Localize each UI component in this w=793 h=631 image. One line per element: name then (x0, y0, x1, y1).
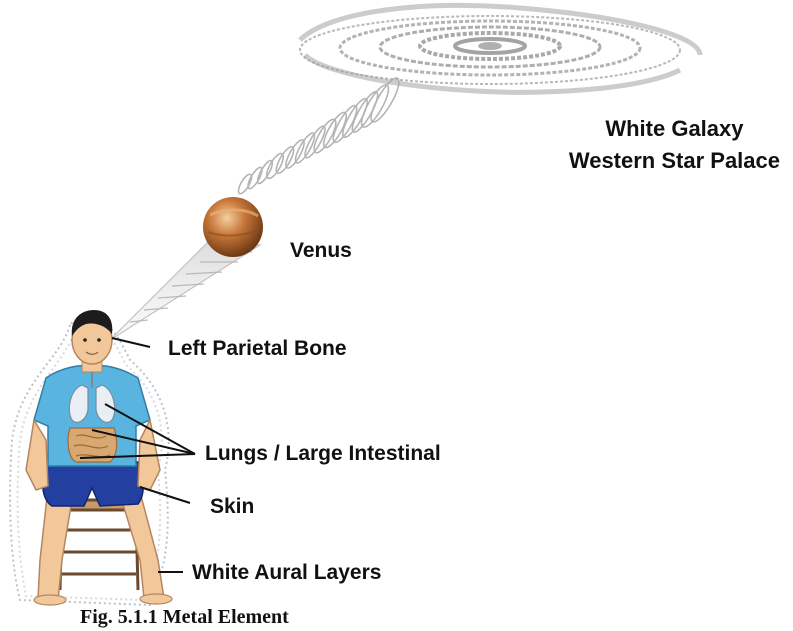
galaxy-label: White Galaxy Western Star Palace (569, 113, 780, 177)
venus-planet (203, 197, 263, 257)
galaxy-label-line1: White Galaxy (569, 113, 780, 145)
lungs-large-intestinal-label: Lungs / Large Intestinal (205, 441, 441, 466)
white-aural-layers-label: White Aural Layers (192, 560, 381, 585)
leader-skin (140, 487, 190, 503)
venus-label: Venus (290, 238, 352, 263)
left-parietal-bone-label: Left Parietal Bone (168, 336, 347, 361)
leader-bone (112, 338, 150, 347)
galaxy-label-line2: Western Star Palace (569, 145, 780, 177)
figure-caption: Fig. 5.1.1 Metal Element (80, 606, 289, 631)
skin-label: Skin (210, 494, 254, 519)
energy-coil-upper (236, 75, 404, 196)
galaxy-spiral (300, 5, 700, 92)
